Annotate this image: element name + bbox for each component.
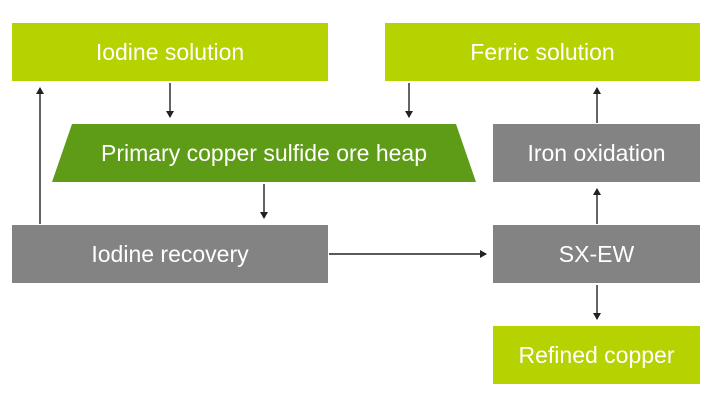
- node-sx-ew: SX-EW: [493, 225, 700, 283]
- node-iron-oxidation: Iron oxidation: [493, 124, 700, 182]
- node-sx-ew-label: SX-EW: [558, 240, 635, 267]
- node-ferric-solution: Ferric solution: [385, 23, 700, 81]
- node-iodine-recovery-label: Iodine recovery: [91, 240, 249, 267]
- node-ferric-solution-label: Ferric solution: [470, 38, 615, 65]
- node-iodine-recovery: Iodine recovery: [12, 225, 328, 283]
- node-ore-heap-label: Primary copper sulfide ore heap: [101, 139, 427, 166]
- node-refined-copper: Refined copper: [493, 326, 700, 384]
- node-refined-copper-label: Refined copper: [518, 341, 675, 368]
- node-iron-oxidation-label: Iron oxidation: [527, 139, 666, 166]
- node-ore-heap: Primary copper sulfide ore heap: [52, 124, 476, 182]
- ore-heap-shape: [52, 124, 476, 182]
- node-iodine-solution: Iodine solution: [12, 23, 328, 81]
- node-iodine-solution-label: Iodine solution: [95, 38, 245, 65]
